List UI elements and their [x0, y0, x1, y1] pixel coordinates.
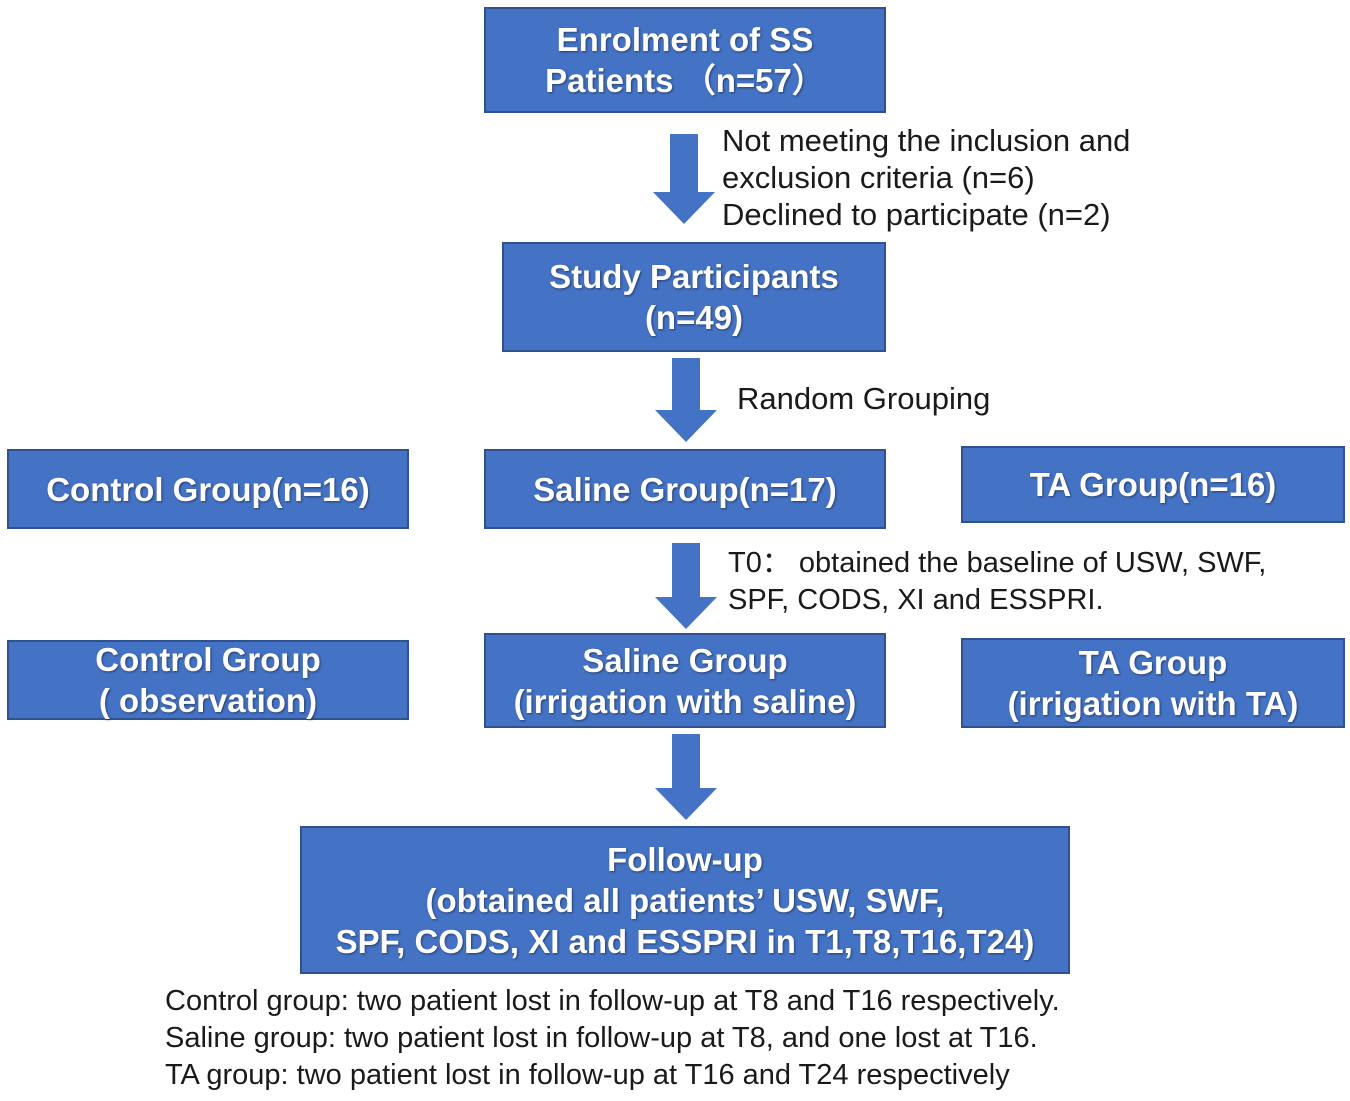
- follow-up-box: Follow-up (obtained all patients’ USW, S…: [300, 826, 1070, 974]
- participants-count: (n=49): [644, 299, 744, 336]
- saline-group-label: Saline Group(n=17): [533, 470, 837, 508]
- down-arrow-2: [655, 358, 717, 442]
- ta-irrigation-box: TA Group (irrigation with TA): [961, 638, 1345, 728]
- enrolment-box: Enrolment of SS Patients （n=57）: [484, 7, 886, 113]
- losses-note-ta: TA group: two patient lost in follow-up …: [165, 1059, 1010, 1091]
- saline-irrigation-box: Saline Group (irrigation with saline): [484, 633, 886, 728]
- down-arrow-3: [655, 543, 717, 629]
- exclusion-note-line1: Not meeting the inclusion and: [722, 123, 1131, 158]
- ta-group-label: TA Group(n=16): [1029, 466, 1277, 503]
- random-grouping-text: Random Grouping: [737, 381, 991, 416]
- ta-irrigation-sub: (irrigation with TA): [1007, 685, 1299, 722]
- down-arrow-1: [653, 134, 715, 224]
- down-arrow-4: [655, 734, 717, 820]
- follow-up-line3: SPF, CODS, XI and ESSPRI in T1,T8,T16,T2…: [335, 922, 1035, 960]
- losses-note-control: Control group: two patient lost in follo…: [165, 985, 1060, 1017]
- control-group-label: Control Group(n=16): [46, 470, 370, 508]
- control-observation-sub: ( observation): [98, 682, 318, 719]
- follow-up-title: Follow-up: [607, 840, 763, 878]
- baseline-note-line2: SPF, CODS, XI and ESSPRI.: [728, 584, 1104, 616]
- ta-irrigation-title: TA Group: [1078, 644, 1228, 681]
- random-grouping-note: Random Grouping: [737, 380, 990, 417]
- baseline-note-line1: T0： obtained the baseline of USW, SWF,: [728, 547, 1267, 579]
- control-observation-box: Control Group ( observation): [7, 640, 409, 720]
- control-observation-title: Control Group: [95, 641, 321, 678]
- follow-up-line2: (obtained all patients’ USW, SWF,: [425, 881, 945, 919]
- saline-irrigation-title: Saline Group: [582, 641, 788, 679]
- participants-title: Study Participants: [549, 258, 839, 295]
- ta-group-box: TA Group(n=16): [961, 446, 1345, 523]
- exclusion-note-line3: Declined to participate (n=2): [722, 197, 1111, 232]
- saline-irrigation-sub: (irrigation with saline): [513, 682, 857, 720]
- losses-note-saline: Saline group: two patient lost in follow…: [165, 1022, 1038, 1054]
- enrolment-title: Enrolment of SS: [556, 21, 814, 58]
- study-participants-box: Study Participants (n=49): [502, 242, 886, 352]
- enrolment-count: Patients （n=57）: [545, 62, 825, 99]
- control-group-box: Control Group(n=16): [7, 449, 409, 529]
- baseline-note: T0： obtained the baseline of USW, SWF, S…: [728, 545, 1266, 619]
- exclusion-note: Not meeting the inclusion and exclusion …: [722, 122, 1130, 233]
- losses-note: Control group: two patient lost in follo…: [165, 983, 1060, 1094]
- exclusion-note-line2: exclusion criteria (n=6): [722, 160, 1035, 195]
- saline-group-box: Saline Group(n=17): [484, 449, 886, 529]
